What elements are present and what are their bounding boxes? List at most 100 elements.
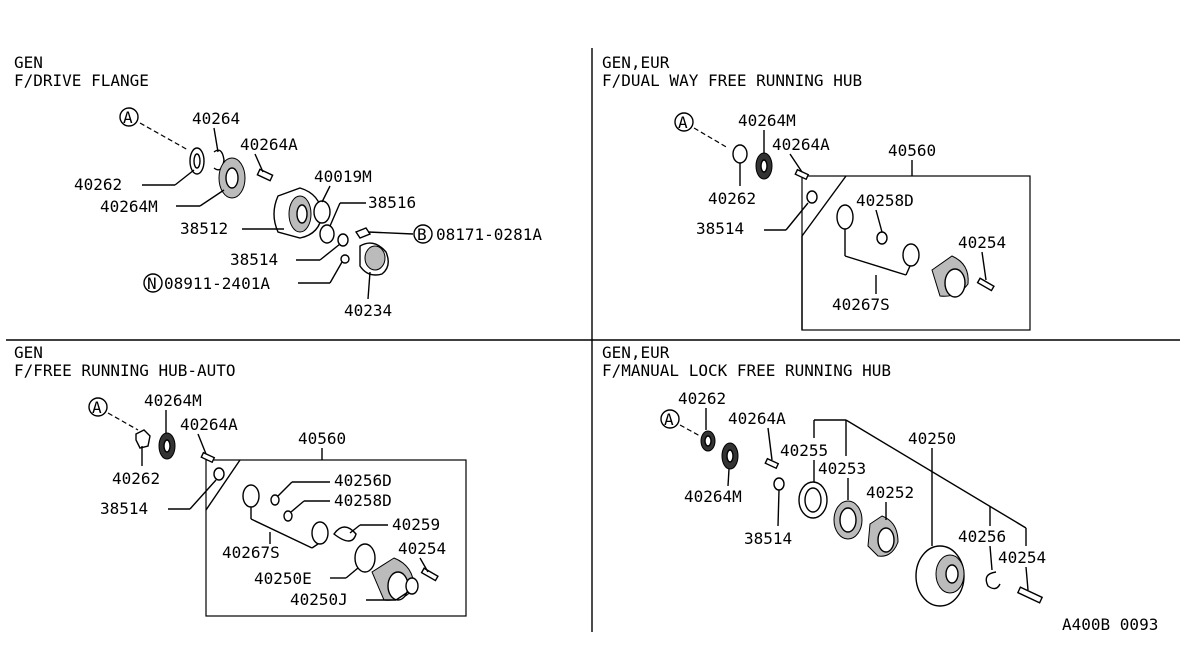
part-washer-38514	[773, 477, 785, 491]
part-washer-38514	[213, 467, 225, 481]
leader-40264A	[767, 427, 773, 461]
label-40253: 40253	[818, 459, 866, 478]
label-38516: 38516	[368, 193, 416, 212]
label-40019M: 40019M	[314, 167, 372, 186]
leader-40019M	[321, 185, 331, 203]
label-40264A: 40264A	[772, 135, 830, 154]
label-40254: 40254	[398, 539, 446, 558]
label-38514: 38514	[100, 499, 148, 518]
leader-40256Db	[277, 481, 293, 497]
axis-dash	[693, 127, 729, 149]
leader-40250Eb	[345, 567, 359, 579]
label-40264A: 40264A	[180, 415, 238, 434]
part-oring-38516	[319, 224, 335, 244]
part-bolt-40254	[1016, 586, 1044, 604]
part-washer-40262	[732, 144, 748, 164]
part-ring-40019M	[313, 200, 331, 224]
label-40264: 40264	[192, 109, 240, 128]
part-gear-center	[163, 439, 171, 453]
part-washer-40262-inner	[193, 153, 201, 169]
label-40250J: 40250J	[290, 590, 348, 609]
part-hub-40252-face	[877, 527, 895, 553]
label-38514: 38514	[696, 219, 744, 238]
panel-bl-line1: GEN	[14, 343, 43, 362]
panel-bl-line2: F/FREE RUNNING HUB-AUTO	[14, 361, 236, 380]
leader-40256	[989, 545, 993, 571]
part-bolt-40254	[976, 277, 995, 292]
label-40264M: 40264M	[144, 391, 202, 410]
part-washer-38514	[806, 190, 818, 204]
marker-a-circle	[660, 409, 680, 429]
part-cap-40250J	[405, 577, 419, 595]
leader-38514	[777, 489, 780, 527]
leader-40258D	[875, 209, 883, 233]
leader-40254	[419, 557, 429, 573]
part-ring-40258D	[283, 510, 293, 522]
part-gear-center	[760, 159, 768, 173]
part-bolt-40254	[420, 567, 439, 582]
leader-40267S-c	[250, 518, 313, 549]
part-cap-face	[364, 245, 386, 271]
panel-br-line1: GEN,EUR	[602, 343, 670, 362]
label-40256D: 40256D	[334, 471, 392, 490]
label-40256: 40256	[958, 527, 1006, 546]
bracket-diagonal	[845, 419, 1027, 529]
part-ring-40267S-b	[902, 243, 920, 267]
marker-n-letter: N	[147, 274, 157, 293]
part-flange-body-center	[296, 204, 308, 224]
marker-a-letter: A	[678, 113, 688, 132]
label-40264M: 40264M	[684, 487, 742, 506]
part-bolt-40264A	[764, 457, 780, 470]
part-hub-face	[944, 268, 966, 298]
panel-tl-line1: GEN	[14, 53, 43, 72]
label-40234: 40234	[344, 301, 392, 320]
label-40250E: 40250E	[254, 569, 312, 588]
panel-dual-way-hub: GEN,EUR F/DUAL WAY FREE RUNNING HUB A 40…	[602, 53, 1031, 331]
label-40262: 40262	[678, 389, 726, 408]
part-ring-40255-inner	[804, 487, 822, 513]
label-40264M: 40264M	[738, 111, 796, 130]
leader-40264	[213, 127, 219, 153]
label-40560: 40560	[888, 141, 936, 160]
part-ring-40267S-a	[242, 484, 260, 508]
frame-corner	[205, 459, 241, 511]
panel-manual-lock-hub: GEN,EUR F/MANUAL LOCK FREE RUNNING HUB A…	[602, 343, 1158, 634]
part-knob-center	[945, 564, 959, 584]
leader-40264M	[727, 468, 730, 487]
frame-corner	[801, 175, 847, 237]
part-bolt-40264A	[794, 168, 810, 181]
leader-38516b	[329, 202, 341, 227]
marker-a-letter: A	[123, 108, 133, 127]
label-38514: 38514	[230, 250, 278, 269]
axis-dash	[679, 424, 701, 437]
part-oring-40250E	[354, 543, 376, 573]
part-plug-bolt-08171	[354, 227, 372, 239]
marker-a-circle	[119, 107, 139, 127]
leader-40264A	[789, 153, 803, 173]
marker-a-circle	[674, 112, 694, 132]
panel-tl-line2: F/DRIVE FLANGE	[14, 71, 149, 90]
label-40264A: 40264A	[240, 135, 298, 154]
label-40267S: 40267S	[222, 543, 280, 562]
leader-40254	[981, 251, 987, 281]
leader-40258Db	[290, 500, 305, 513]
marker-b-letter: B	[417, 225, 427, 244]
label-40262: 40262	[112, 469, 160, 488]
part-flange-hole	[225, 167, 239, 189]
part-gear-center	[726, 449, 734, 463]
leader-40262b	[174, 169, 195, 186]
part-ring-40253-inner	[839, 507, 857, 533]
leader-38514b	[785, 202, 809, 231]
leader-08911b	[329, 261, 343, 284]
label-08171-0281A: 08171-0281A	[436, 225, 542, 244]
marker-a-circle	[88, 397, 108, 417]
part-bolt-40264A	[256, 168, 274, 182]
label-38512: 38512	[180, 219, 228, 238]
marker-a-letter: A	[664, 410, 674, 429]
marker-a-letter: A	[92, 398, 102, 417]
leader-40264A	[197, 433, 207, 455]
panel-free-running-hub-auto: GEN F/FREE RUNNING HUB-AUTO A 40264M 402…	[14, 343, 467, 617]
panel-br-line2: F/MANUAL LOCK FREE RUNNING HUB	[602, 361, 891, 380]
leader-40259b	[349, 524, 361, 534]
label-40258D: 40258D	[856, 191, 914, 210]
